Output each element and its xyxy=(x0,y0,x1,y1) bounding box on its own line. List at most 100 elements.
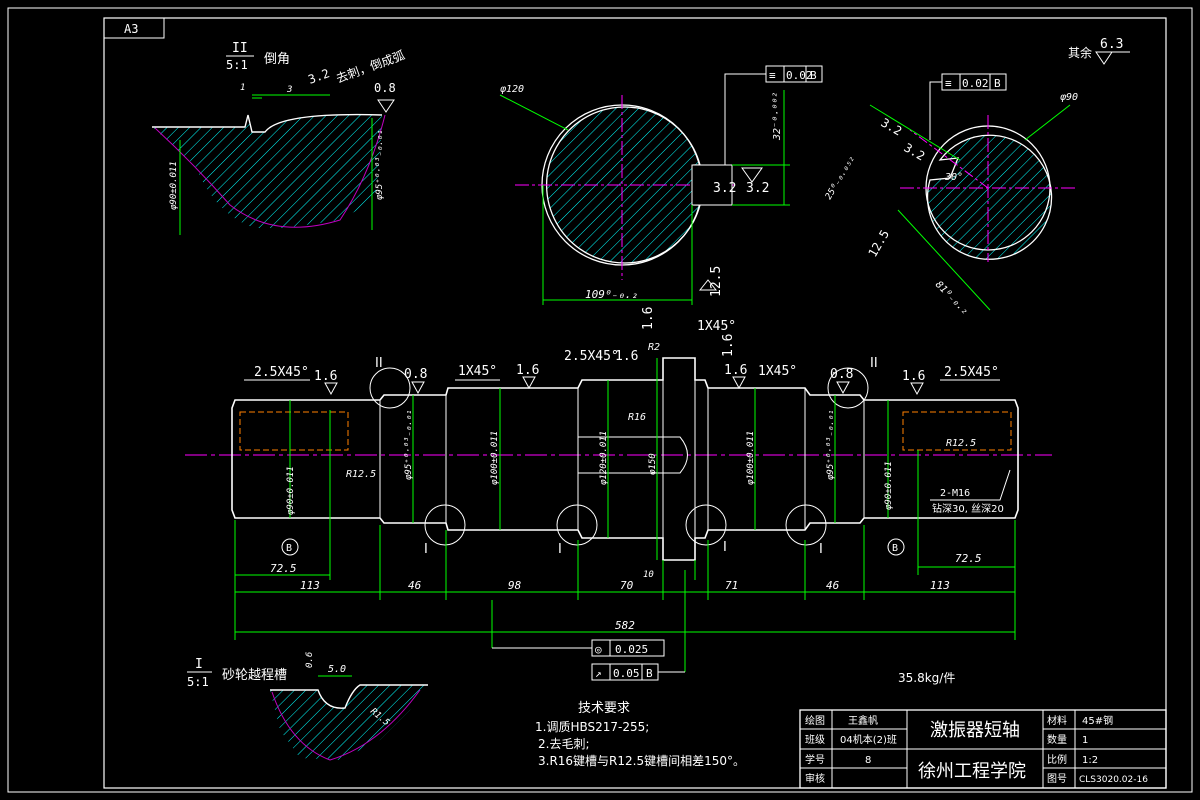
tb-prop2-val: 1 xyxy=(1082,735,1088,746)
section-right-datum: B xyxy=(994,77,1001,90)
rough-4: 1.6 xyxy=(615,349,638,364)
tb-row1-val: 王鑫帆 xyxy=(848,714,878,727)
size-tag: A3 xyxy=(124,22,138,36)
tb-prop3-val: 1:2 xyxy=(1082,755,1098,766)
dia-7: φ95⁺⁰·⁰³₋₀.₀₁ xyxy=(826,410,836,480)
detail-II-note: 去刺，倒成弧 xyxy=(334,48,406,86)
detail-I-width: 5.0 xyxy=(328,664,346,675)
tb-row3-key: 学号 xyxy=(805,753,825,766)
rough-3: 1.6 xyxy=(516,363,539,378)
detail-II-roughness-a: 3.2 xyxy=(306,66,331,87)
tb-prop1-key: 材料 xyxy=(1047,714,1067,727)
section-right-rough-c: 12.5 xyxy=(865,227,892,259)
runout-2-value: 0.05 xyxy=(613,667,640,680)
detail-I-title: 砂轮越程槽 xyxy=(222,668,287,683)
tb-prop3-key: 比例 xyxy=(1047,753,1067,766)
section-left-rough-a: 3.2 xyxy=(713,181,736,196)
thread-depth: 钻深30, 丝深20 xyxy=(932,502,1004,515)
detail-II-view: II 5:1 倒角 去刺，倒成弧 3.2 0.8 1 3 φ90±0.011 φ… xyxy=(152,41,407,235)
tb-row1-key: 绘图 xyxy=(805,714,825,727)
tb-row4-key: 审核 xyxy=(805,772,825,785)
section-left-flat: 32⁻⁰·⁰⁰² xyxy=(772,92,783,141)
dia-1: φ90±0.011 xyxy=(286,466,296,515)
rough-6: 1.6 xyxy=(721,334,736,357)
dia-8: φ90±0.011 xyxy=(884,461,894,510)
detail-I-view: I 5:1 砂轮越程槽 5.0 0.6 R1.5 xyxy=(187,652,428,761)
detail-mark-II-left: II xyxy=(375,356,383,371)
dia-5: φ150 xyxy=(648,453,658,475)
len-4: 98 xyxy=(508,579,522,592)
section-right-rough-b: 3.2 xyxy=(902,140,928,163)
tech-req-title: 技术要求 xyxy=(578,701,630,716)
detail-II-scale: 5:1 xyxy=(226,58,248,72)
tech-req-item-3: 3.R16键槽与R12.5键槽间相差150°。 xyxy=(538,754,745,768)
size-tag-box xyxy=(103,17,165,39)
detail-II-roughness-b: 0.8 xyxy=(374,81,396,95)
chamfer-5: 1X45° xyxy=(758,364,797,379)
chamfer-6: 2.5X45° xyxy=(944,365,999,380)
rough-2: 0.8 xyxy=(404,367,427,382)
detail-mark-I-2: I xyxy=(558,542,562,557)
runout-2-datum: B xyxy=(646,667,653,680)
tech-req-item-1: 1.调质HBS217-255; xyxy=(535,720,649,734)
section-right-angle: 30° xyxy=(944,172,963,183)
inner-border xyxy=(103,17,1167,789)
thread-spec: 2-M16 xyxy=(940,488,970,499)
detail-I-scale: 5:1 xyxy=(187,675,209,689)
dia-4: φ120±0.011 xyxy=(599,431,609,485)
tech-requirements: 技术要求 1.调质HBS217-255; 2.去毛刺; 3.R16键槽与R12.… xyxy=(535,701,745,768)
section-left-dia: φ120 xyxy=(500,84,524,95)
chamfer-4: 1X45° xyxy=(697,319,736,334)
section-left-datum: B xyxy=(810,69,817,82)
tb-row2-val: 04机本(2)班 xyxy=(840,733,897,746)
chamfer-1: 2.5X45° xyxy=(254,365,309,380)
svg-text:≡: ≡ xyxy=(769,69,776,82)
radius-R12-5-left: R12.5 xyxy=(346,469,376,480)
section-left-tol: 0.02 xyxy=(786,69,813,82)
datum-B-right: B xyxy=(892,543,898,554)
chamfer-3: 2.5X45° xyxy=(564,349,619,364)
detail-II-label: II xyxy=(232,41,248,56)
tb-prop4-val: CLS3020.02-16 xyxy=(1079,775,1148,785)
main-shaft-view: φ90±0.011 φ95⁺⁰·⁰³₋₀.₀₁ φ100±0.011 φ120±… xyxy=(185,307,1052,685)
finish-note-label: 其余 xyxy=(1068,45,1092,60)
tb-row2-key: 班级 xyxy=(805,734,825,746)
section-left-rough-b: 3.2 xyxy=(746,181,769,196)
section-left-view: 109⁰₋₀.₂ φ120 32⁻⁰·⁰⁰² ≡ 0.02 B 3.2 3.2 … xyxy=(499,65,823,305)
tech-req-item-2: 2.去毛刺; xyxy=(538,737,590,751)
detail-II-dim-a: 1 xyxy=(240,83,245,93)
title-block: 绘图 王鑫帆 班级 04机本(2)班 学号 8 审核 激振器短轴 徐州工程学院 … xyxy=(799,709,1167,789)
outer-border xyxy=(7,7,1193,793)
len-7: 71 xyxy=(725,579,738,592)
tb-prop4-key: 图号 xyxy=(1047,773,1067,785)
detail-II-dia2: φ95⁺⁰·⁰³₋₀.₀₁ xyxy=(375,130,385,200)
rough-7: 1.6 xyxy=(724,363,747,378)
len-10: 72.5 xyxy=(955,552,982,565)
section-right-width: 81⁰₋₀.₂ xyxy=(933,279,971,317)
svg-text:≡: ≡ xyxy=(945,77,952,90)
dia-2: φ95⁺⁰·⁰³₋₀.₀₁ xyxy=(404,410,414,480)
detail-mark-II-right: II xyxy=(870,356,878,371)
len-8: 46 xyxy=(826,579,840,592)
part-name: 激振器短轴 xyxy=(930,720,1020,741)
section-right-view: 30° 81⁰₋₀.₂ 25⁰₋₀.₀₅₂ φ90 ≡ 0.02 B 3.2 3… xyxy=(824,73,1078,317)
len-2: 113 xyxy=(300,579,320,592)
section-right-dia: φ90 xyxy=(1060,92,1078,103)
radius-R2: R2 xyxy=(648,342,660,353)
runout-1-value: 0.025 xyxy=(615,643,648,656)
dia-6: φ100±0.011 xyxy=(746,431,756,485)
tb-row3-val: 8 xyxy=(865,755,871,766)
total-length: 582 xyxy=(615,619,635,632)
radius-R12-5-right: R12.5 xyxy=(946,438,976,449)
weight: 35.8kg/件 xyxy=(898,671,955,685)
len-5: 70 xyxy=(620,579,634,592)
section-right-tol: 0.02 xyxy=(962,77,989,90)
section-left-rough-c: 12.5 xyxy=(709,266,724,297)
detail-II-dia1: φ90±0.011 xyxy=(169,161,179,210)
rough-5: 1.6 xyxy=(641,307,656,330)
section-left-width: 109⁰₋₀.₂ xyxy=(585,288,638,301)
section-right-key: 25⁰₋₀.₀₅₂ xyxy=(824,154,857,201)
finish-note-value: 6.3 xyxy=(1100,37,1123,52)
